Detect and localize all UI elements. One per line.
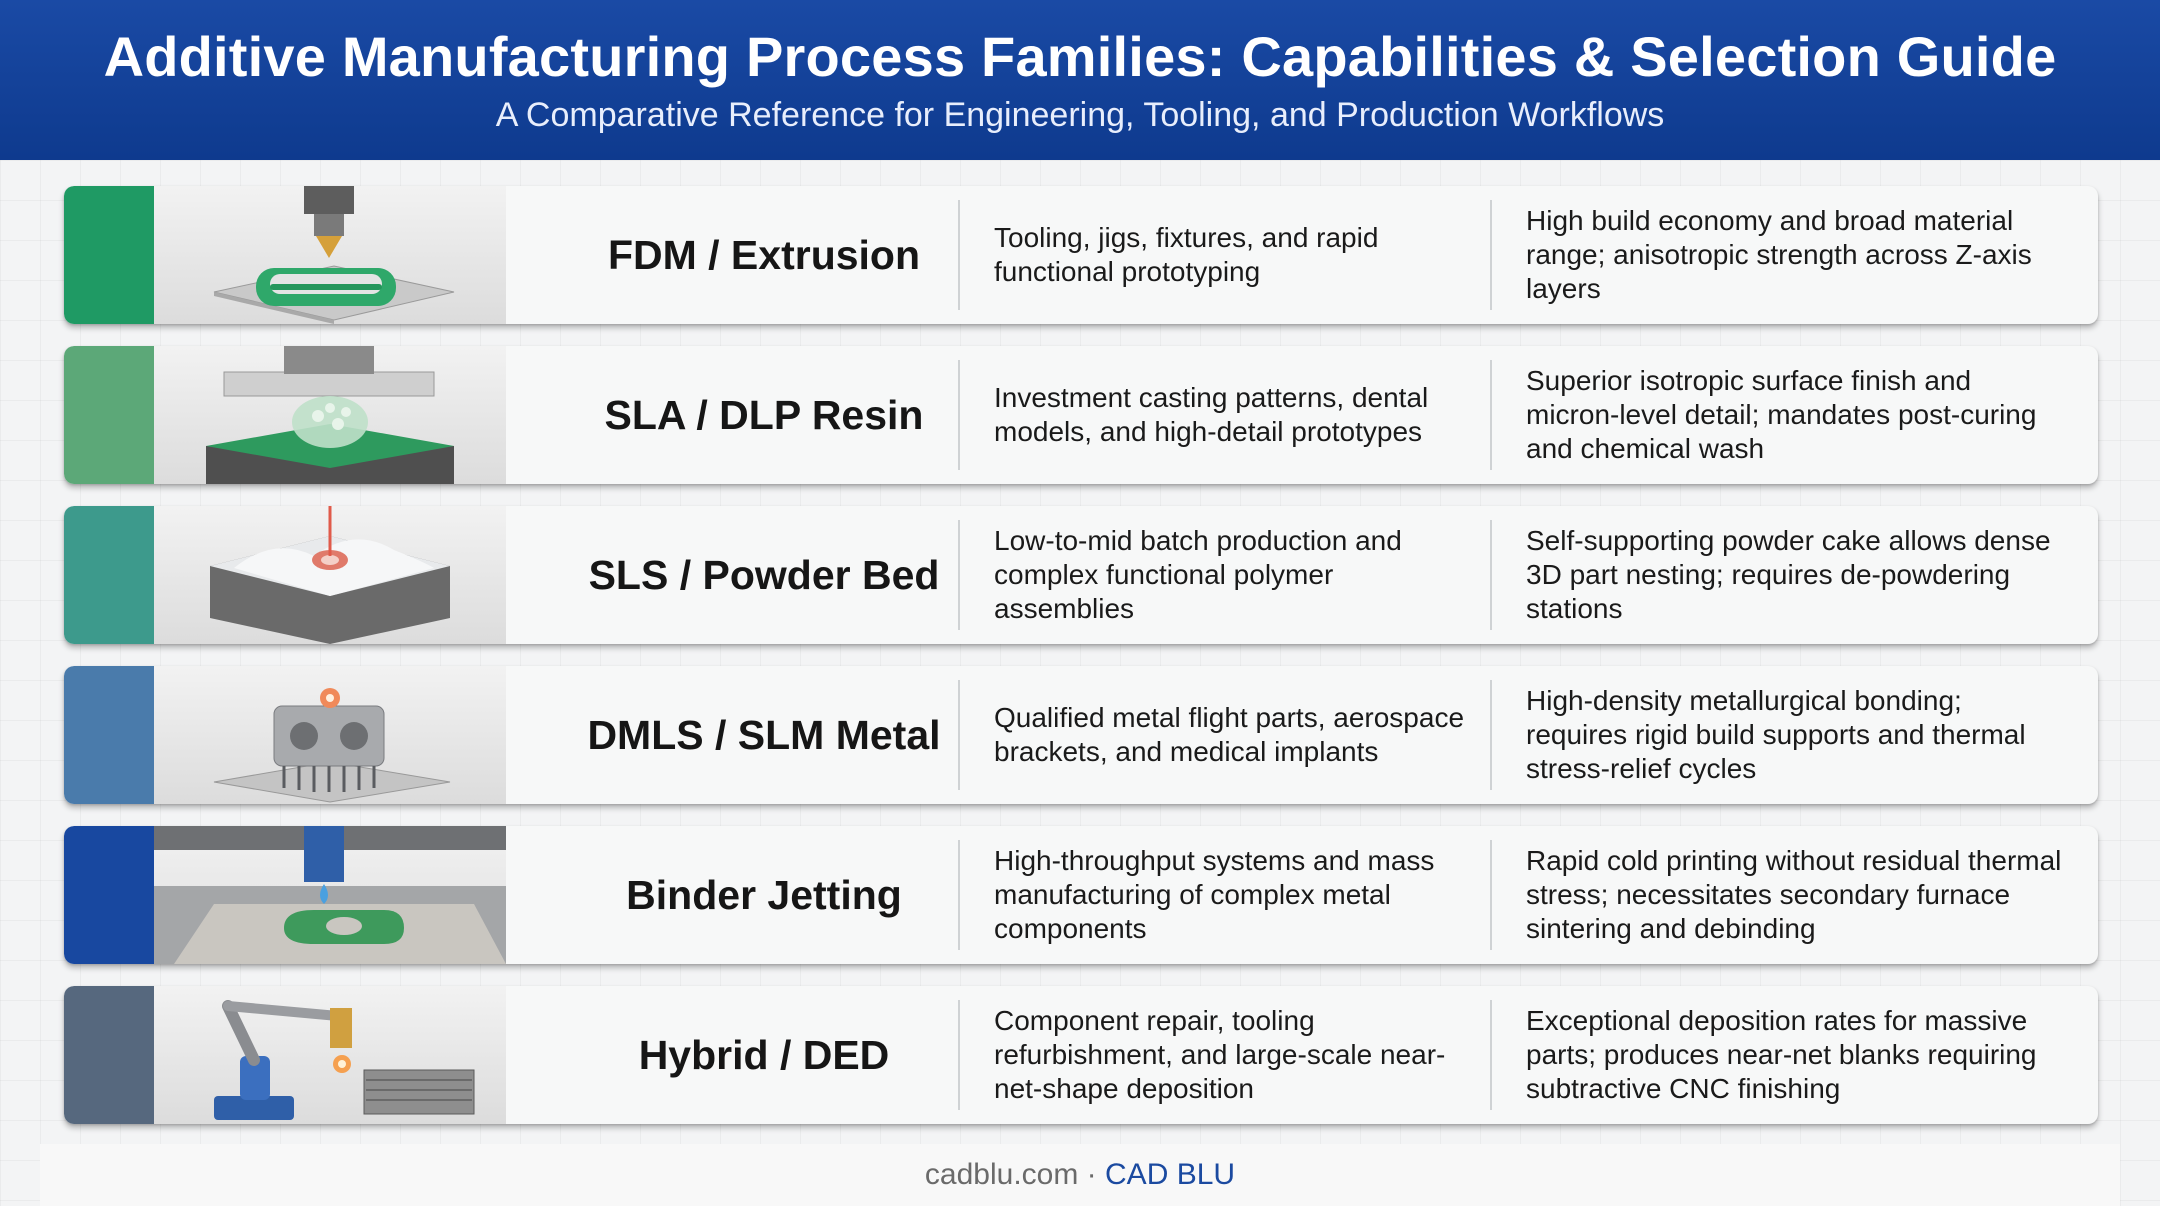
process-application: Tooling, jigs, fixtures, and rapid funct… <box>994 222 1379 287</box>
row-accent-tab <box>64 986 170 1124</box>
fdm-extruder-icon <box>154 186 506 324</box>
process-application: Low-to-mid batch production and complex … <box>994 525 1402 624</box>
process-name: FDM / Extrusion <box>607 231 921 278</box>
row-accent-tab <box>64 826 170 964</box>
footer-band <box>40 1144 2120 1206</box>
process-application: Investment casting patterns, dental mode… <box>994 382 1429 447</box>
process-name: SLS / Powder Bed <box>588 551 940 598</box>
binder-jet-icon <box>154 826 506 964</box>
process-characteristics: High build economy and broad material ra… <box>1526 205 2032 304</box>
process-row-hybrid-ded: Hybrid / DED Component repair, tooling r… <box>64 986 2098 1124</box>
process-name: Hybrid / DED <box>638 1031 890 1078</box>
column-divider <box>958 360 960 470</box>
footer-site: cadblu.com <box>924 1158 1079 1191</box>
process-characteristics: Self-supporting powder cake allows dense… <box>1526 525 2051 624</box>
process-application: High-throughput systems and mass manufac… <box>994 845 1435 944</box>
process-row-sla: SLA / DLP Resin Investment casting patte… <box>64 346 2098 484</box>
process-name: DMLS / SLM Metal <box>587 711 941 758</box>
column-divider <box>958 680 960 790</box>
process-characteristics: Rapid cold printing without residual the… <box>1526 845 2062 944</box>
footer-separator: · <box>1078 1158 1106 1191</box>
footer-brand: CAD BLU <box>1105 1158 1236 1191</box>
row-accent-tab <box>64 506 170 644</box>
footer: cadblu.com · CAD BLU <box>0 1158 2160 1192</box>
page-subtitle: A Comparative Reference for Engineering,… <box>495 96 1665 134</box>
process-application: Qualified metal flight parts, aerospace … <box>994 702 1465 767</box>
column-divider <box>1490 200 1492 310</box>
process-row-sls: SLS / Powder Bed Low-to-mid batch produc… <box>64 506 2098 644</box>
process-application: Component repair, tooling refurbishment,… <box>994 1005 1446 1104</box>
header-banner: Additive Manufacturing Process Families:… <box>0 0 2160 160</box>
column-divider <box>1490 520 1492 630</box>
process-row-dmls: DMLS / SLM Metal Qualified metal flight … <box>64 666 2098 804</box>
process-row-fdm: FDM / Extrusion Tooling, jigs, fixtures,… <box>64 186 2098 324</box>
page-title: Additive Manufacturing Process Families:… <box>103 25 2057 88</box>
column-divider <box>1490 1000 1492 1110</box>
row-accent-tab <box>64 666 170 804</box>
process-characteristics: Exceptional deposition rates for massive… <box>1526 1005 2037 1104</box>
resin-vat-icon <box>154 346 506 484</box>
row-accent-tab <box>64 346 170 484</box>
process-characteristics: High-density metallurgical bonding; requ… <box>1526 685 2026 784</box>
column-divider <box>1490 840 1492 950</box>
column-divider <box>958 520 960 630</box>
column-divider <box>958 1000 960 1110</box>
process-name: Binder Jetting <box>626 871 902 918</box>
metal-part-icon <box>154 666 506 804</box>
process-name: SLA / DLP Resin <box>604 391 924 438</box>
column-divider <box>1490 680 1492 790</box>
column-divider <box>1490 360 1492 470</box>
column-divider <box>958 200 960 310</box>
column-divider <box>958 840 960 950</box>
robot-arm-icon <box>154 986 506 1124</box>
powder-bed-icon <box>154 506 506 644</box>
process-row-binder-jetting: Binder Jetting High-throughput systems a… <box>64 826 2098 964</box>
process-characteristics: Superior isotropic surface finish and mi… <box>1526 365 2037 464</box>
row-accent-tab <box>64 186 170 324</box>
